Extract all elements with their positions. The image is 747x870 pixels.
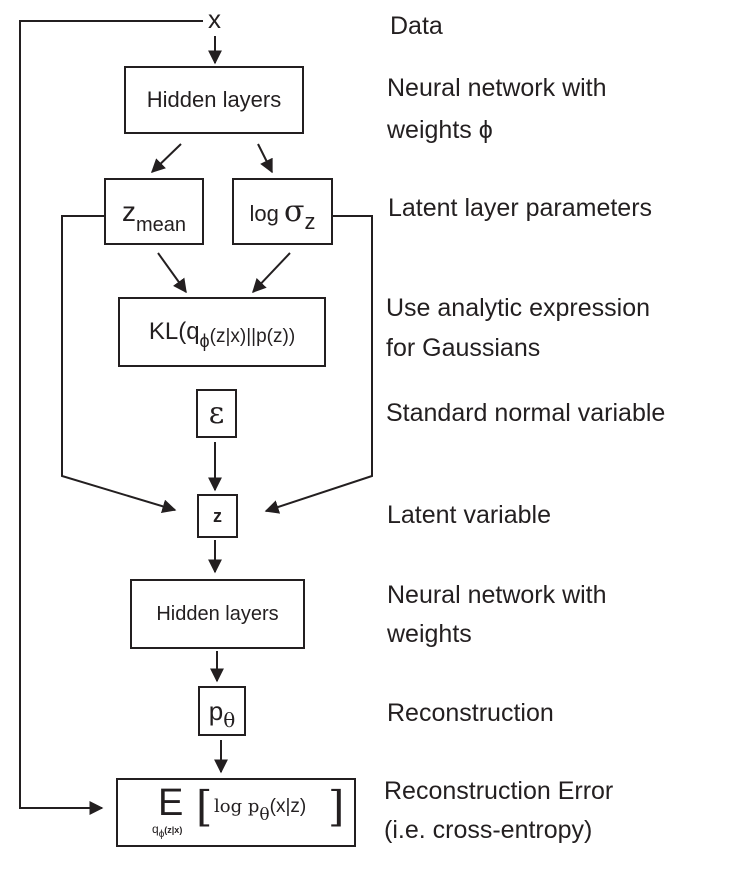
label-epsilon: Standard normal variable bbox=[386, 399, 666, 427]
p-main: p bbox=[208, 695, 224, 726]
label-kl-line1: Use analytic expression bbox=[386, 294, 651, 322]
expectation-sub-arg: (z|x) bbox=[164, 825, 183, 835]
latent-z-symbol: z bbox=[213, 505, 222, 526]
expectation-subscript: qϕ(z|x) bbox=[152, 822, 183, 840]
p-theta-expression: pθ bbox=[208, 695, 236, 732]
arrow-logsigma-to-z bbox=[264, 215, 373, 514]
logsigma-subscript: z bbox=[304, 209, 316, 234]
log-p-theta-expression: log pθ(x|z) bbox=[214, 792, 307, 825]
logsigma-box: log σz bbox=[232, 178, 333, 245]
label-recon-error-line1: Reconstruction Error bbox=[384, 777, 614, 805]
logsigma-sigma: σ bbox=[283, 194, 305, 229]
expectation-sub-q: q bbox=[152, 822, 159, 836]
expectation-sub-phi: ϕ bbox=[158, 829, 165, 840]
label-latent-variable: Latent variable bbox=[387, 501, 552, 529]
decoder-hidden-layers-box: Hidden layers bbox=[130, 579, 305, 649]
label-latent-parameters: Latent layer parameters bbox=[388, 194, 653, 222]
arrow-logsigma-to-kl bbox=[252, 252, 291, 294]
label-decoder-line2: weights bbox=[387, 620, 472, 648]
arrow-encoder-to-logsigma bbox=[257, 143, 273, 174]
kl-divergence-box: KL(qϕ(z|x)||p(z)) bbox=[118, 297, 326, 367]
kl-pre: KL(q bbox=[148, 318, 200, 345]
zmean-box: zmean bbox=[104, 178, 204, 245]
arrow-encoder-to-zmean bbox=[150, 143, 182, 173]
encoder-hidden-layers-label: Hidden layers bbox=[146, 87, 282, 112]
arrow-zmean-to-kl bbox=[157, 252, 187, 294]
decoder-hidden-layers-label: Hidden layers bbox=[156, 602, 279, 625]
epsilon-box: ε bbox=[196, 389, 237, 438]
label-decoder-line1: Neural network with bbox=[387, 581, 607, 609]
expectation-E: E bbox=[158, 782, 184, 824]
log-p-theta-subscript: θ bbox=[259, 805, 270, 825]
kl-expression: KL(qϕ(z|x)||p(z)) bbox=[148, 318, 296, 351]
zmean-label: zmean bbox=[121, 195, 186, 236]
p-theta-subscript: θ bbox=[223, 707, 236, 732]
label-encoder-line2: weights ϕ bbox=[387, 116, 493, 144]
log-p-arg: (x|z) bbox=[269, 796, 307, 817]
log-p-text: log p bbox=[214, 796, 260, 817]
zmean-main: z bbox=[121, 195, 136, 227]
p-theta-box: pθ bbox=[198, 686, 246, 736]
label-data: Data bbox=[390, 12, 443, 40]
arrow-zmean-to-z bbox=[61, 215, 177, 514]
label-recon-error-line2: (i.e. cross-entropy) bbox=[384, 816, 593, 844]
label-encoder-line1: Neural network with bbox=[387, 74, 607, 102]
left-bracket: [ bbox=[196, 782, 213, 831]
epsilon-symbol: ε bbox=[208, 396, 225, 431]
input-x-symbol: x bbox=[208, 4, 221, 34]
right-bracket: ] bbox=[328, 782, 345, 831]
latent-z-box: z bbox=[197, 494, 238, 538]
logsigma-label: log σz bbox=[249, 194, 316, 234]
zmean-subscript: mean bbox=[135, 213, 187, 236]
label-kl-line2: for Gaussians bbox=[386, 334, 541, 362]
encoder-hidden-layers-box: Hidden layers bbox=[124, 66, 304, 134]
kl-phi-subscript: ϕ bbox=[199, 331, 210, 351]
logsigma-log: log bbox=[249, 201, 279, 226]
skip-connection-x-to-error bbox=[19, 20, 203, 815]
reconstruction-error-box: E qϕ(z|x) [ log pθ(x|z) ] bbox=[116, 778, 356, 847]
kl-post: (z|x)||p(z)) bbox=[209, 326, 296, 347]
label-reconstruction: Reconstruction bbox=[387, 699, 554, 727]
